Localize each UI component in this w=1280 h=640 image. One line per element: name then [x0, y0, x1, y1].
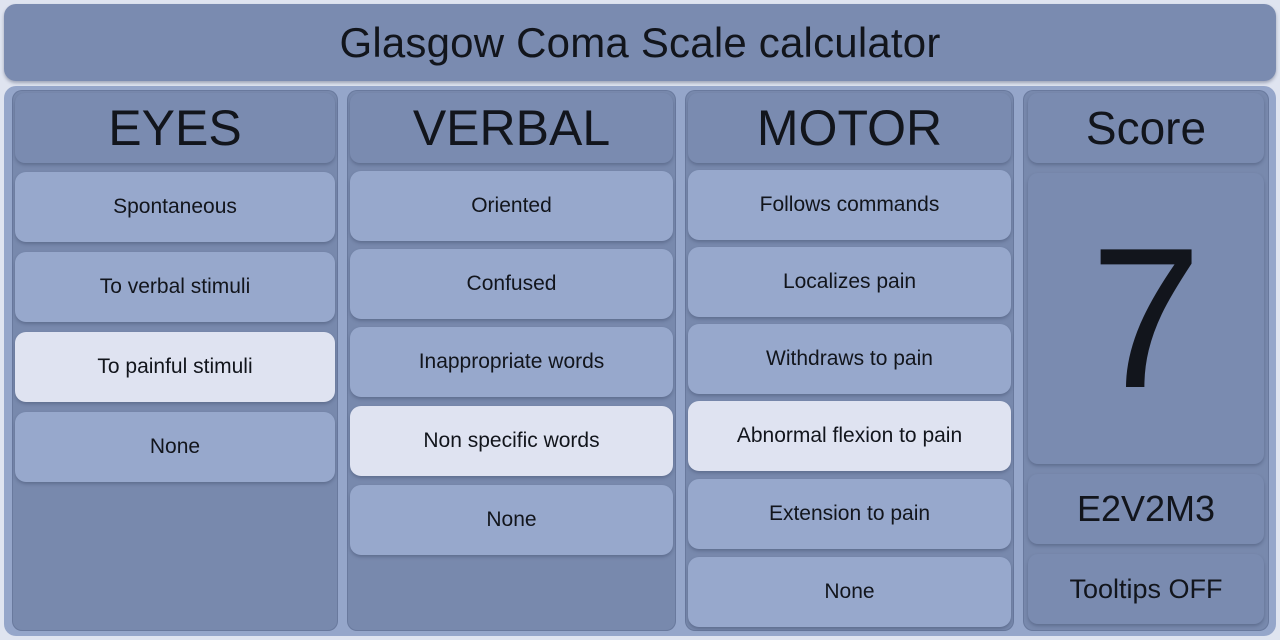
app-title: Glasgow Coma Scale calculator [339, 18, 941, 66]
verbal-option-inappropriate-words[interactable]: Inappropriate words [350, 327, 673, 397]
verbal-column: VERBAL Oriented Confused Inappropriate w… [347, 90, 676, 631]
eyes-option-to-painful-stimuli[interactable]: To painful stimuli [15, 332, 335, 402]
verbal-option-none[interactable]: None [350, 485, 673, 555]
score-header: Score [1028, 93, 1264, 163]
verbal-header: VERBAL [350, 93, 673, 163]
motor-option-localizes-pain[interactable]: Localizes pain [688, 247, 1011, 317]
motor-column: MOTOR Follows commands Localizes pain Wi… [685, 90, 1014, 631]
motor-option-withdraws-to-pain[interactable]: Withdraws to pain [688, 324, 1011, 394]
eyes-option-to-verbal-stimuli[interactable]: To verbal stimuli [15, 252, 335, 322]
eyes-column: EYES Spontaneous To verbal stimuli To pa… [12, 90, 338, 631]
tooltips-toggle-button[interactable]: Tooltips OFF [1028, 554, 1264, 624]
score-total: 7 [1028, 173, 1264, 464]
motor-option-none[interactable]: None [688, 557, 1011, 627]
score-breakdown: E2V2M3 [1028, 474, 1264, 544]
verbal-option-oriented[interactable]: Oriented [350, 171, 673, 241]
calculator-frame: EYES Spontaneous To verbal stimuli To pa… [4, 86, 1276, 636]
verbal-option-non-specific-words[interactable]: Non specific words [350, 406, 673, 476]
motor-header: MOTOR [688, 93, 1011, 163]
app-title-bar: Glasgow Coma Scale calculator [4, 4, 1276, 81]
verbal-option-confused[interactable]: Confused [350, 249, 673, 319]
motor-option-follows-commands[interactable]: Follows commands [688, 170, 1011, 240]
eyes-option-none[interactable]: None [15, 412, 335, 482]
motor-option-abnormal-flexion-to-pain[interactable]: Abnormal flexion to pain [688, 401, 1011, 471]
score-column: Score 7 E2V2M3 Tooltips OFF [1023, 90, 1269, 631]
motor-option-extension-to-pain[interactable]: Extension to pain [688, 479, 1011, 549]
eyes-header: EYES [15, 93, 335, 163]
eyes-option-spontaneous[interactable]: Spontaneous [15, 172, 335, 242]
